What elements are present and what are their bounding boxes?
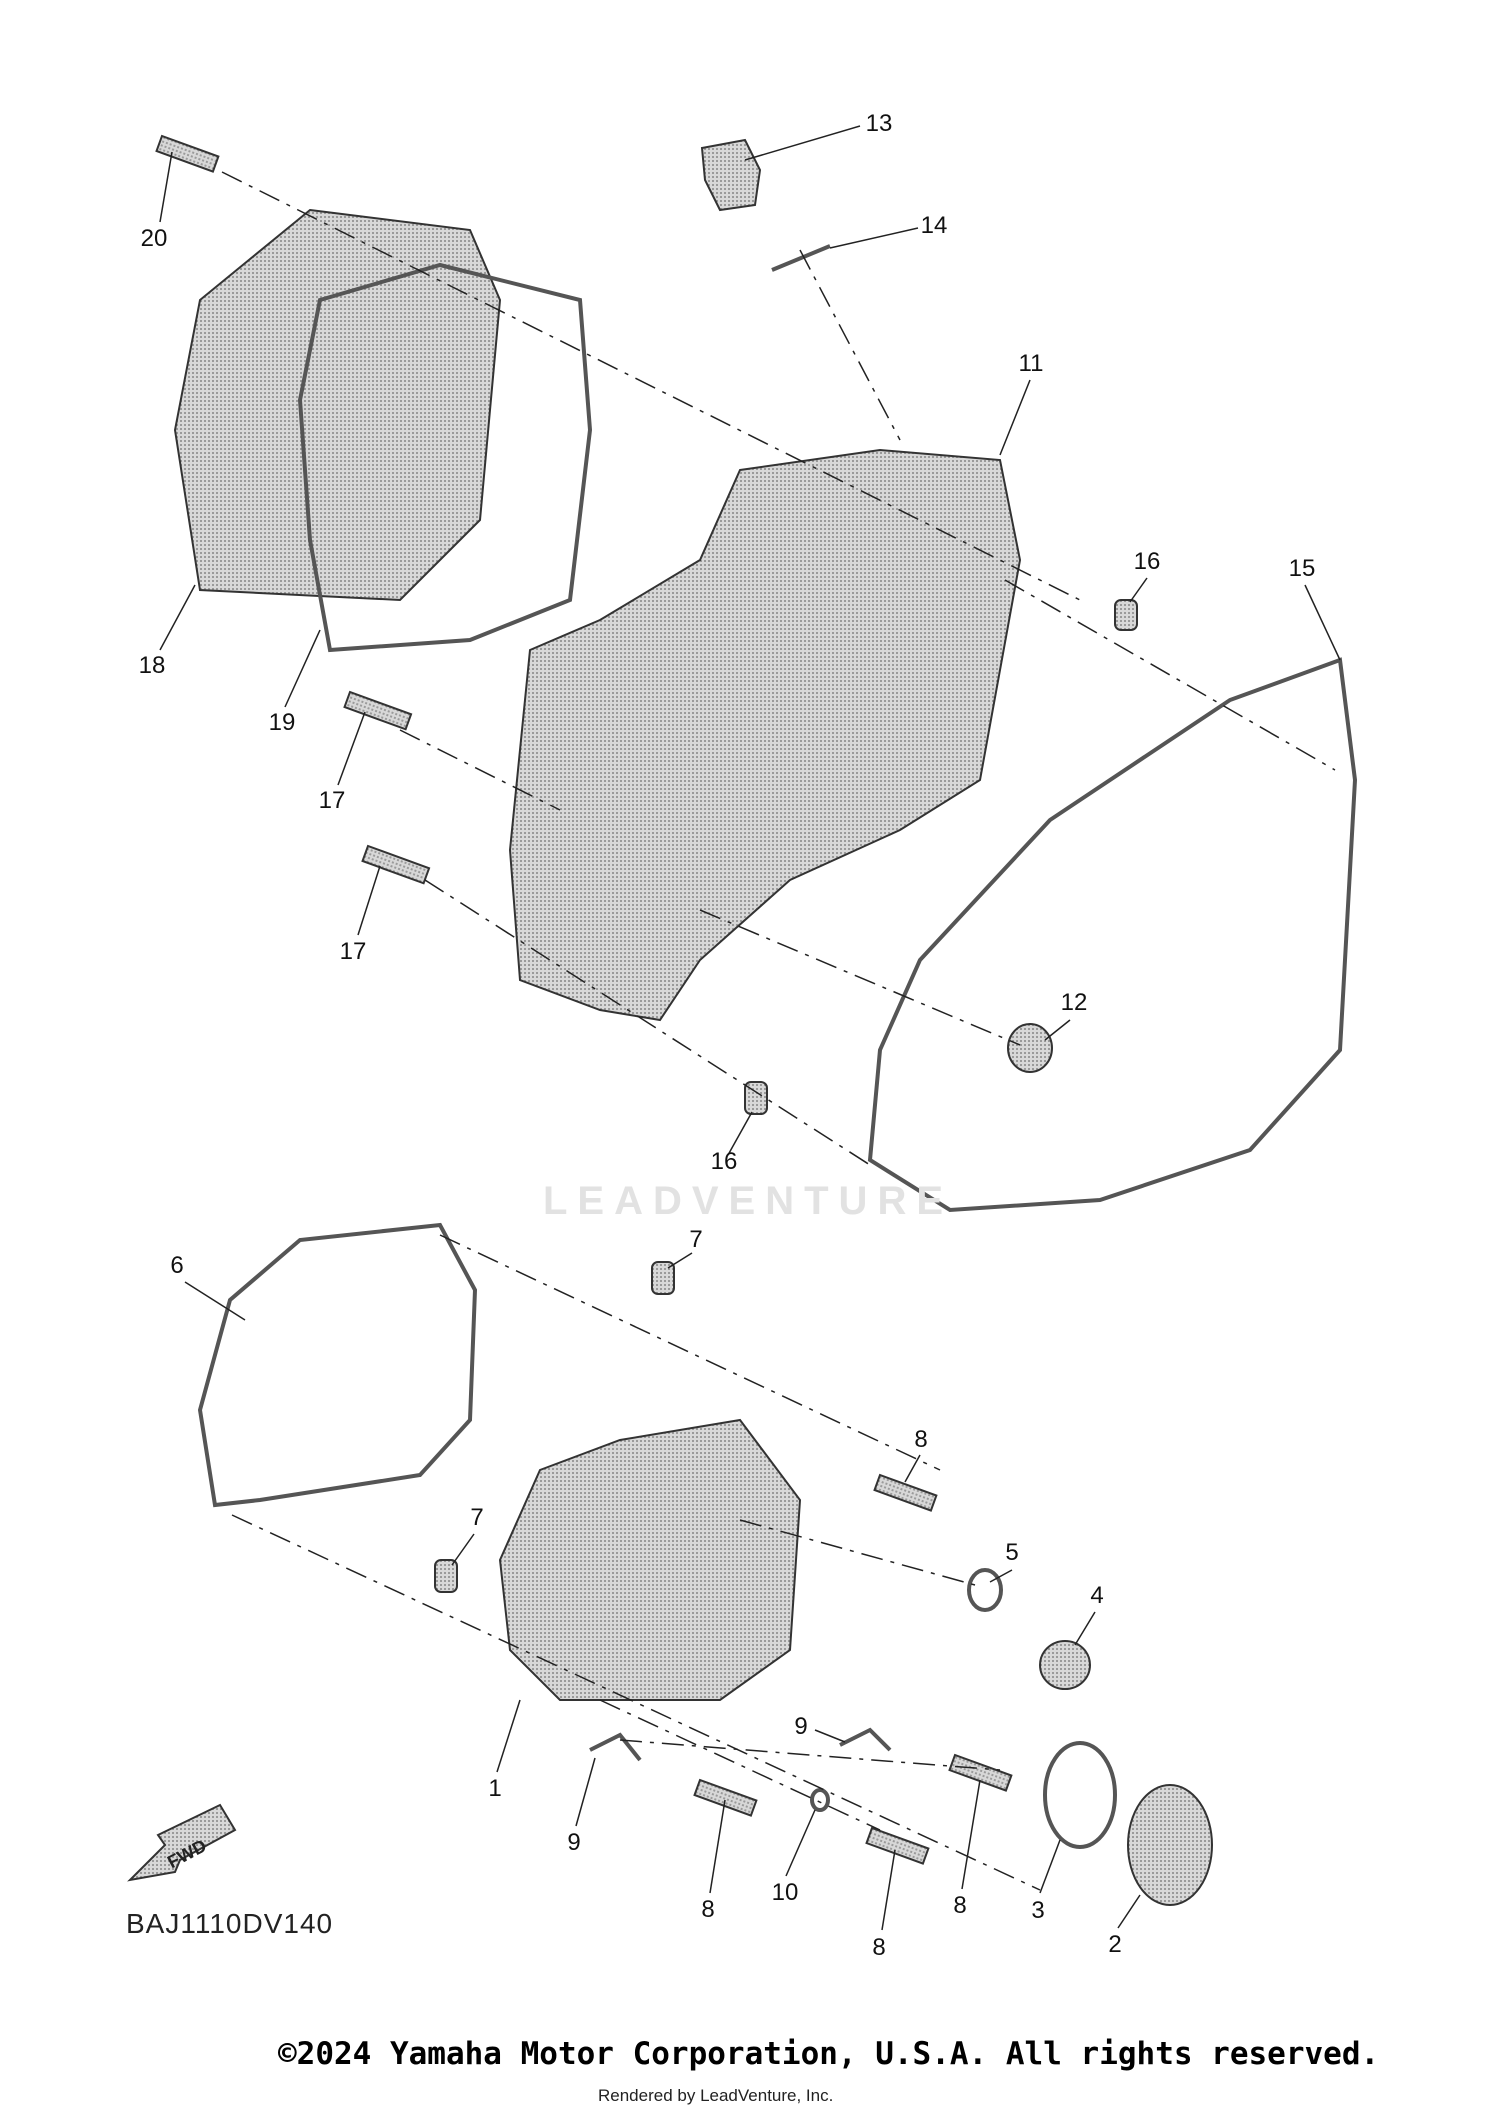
pin-part-14 [771, 244, 831, 272]
callout-6[interactable]: 6 [170, 1252, 184, 1279]
dowel-part-16b [744, 1081, 768, 1115]
bolt-part-20 [155, 134, 220, 173]
callout-9[interactable]: 9 [567, 1829, 581, 1856]
plug-part-12 [1007, 1023, 1053, 1073]
callout-14[interactable]: 14 [920, 212, 948, 239]
callout-8[interactable]: 8 [953, 1892, 967, 1919]
clip-part-9b [839, 1727, 892, 1752]
outer-cover-part-18 [173, 208, 502, 602]
callout-7[interactable]: 7 [470, 1504, 484, 1531]
dowel-part-7a [651, 1261, 675, 1295]
callout-16[interactable]: 16 [1133, 548, 1161, 575]
callout-10[interactable]: 10 [771, 1879, 799, 1906]
bolt-part-8b [693, 1778, 758, 1817]
bolt-part-17a [343, 690, 413, 731]
washer-part-10 [810, 1788, 830, 1812]
crankcase-cover-part-11 [508, 448, 1022, 1022]
callout-13[interactable]: 13 [865, 110, 893, 137]
cap-part-2 [1127, 1784, 1213, 1906]
clip-part-9a [589, 1732, 642, 1762]
diagram-code: BAJ1110DV140 [126, 1908, 334, 1939]
watermark: LEADVENTURE [542, 1179, 954, 1223]
callout-17[interactable]: 17 [339, 938, 367, 965]
bolt-part-8a [873, 1473, 938, 1512]
callout-4[interactable]: 4 [1090, 1582, 1104, 1609]
callout-7[interactable]: 7 [689, 1226, 703, 1253]
oring-part-5 [967, 1568, 1003, 1612]
callout-8[interactable]: 8 [914, 1426, 928, 1453]
gasket-part-19 [297, 262, 593, 653]
dowel-part-7b [434, 1559, 458, 1593]
callout-5[interactable]: 5 [1005, 1539, 1019, 1566]
callout-11[interactable]: 11 [1018, 350, 1044, 377]
plug-part-13 [700, 138, 762, 212]
callout-12[interactable]: 12 [1060, 989, 1088, 1016]
rendered-by: Rendered by LeadVenture, Inc. [598, 2086, 834, 2105]
oring-part-3 [1043, 1741, 1117, 1849]
bolt-part-8c [948, 1753, 1013, 1792]
callout-3[interactable]: 3 [1031, 1897, 1045, 1924]
dowel-part-16a [1114, 599, 1138, 631]
callout-8[interactable]: 8 [701, 1896, 715, 1923]
fwd-arrow-icon: FWD [127, 1803, 237, 1882]
callout-20[interactable]: 20 [140, 225, 168, 252]
callout-16[interactable]: 16 [710, 1148, 738, 1175]
copyright: ©2024 Yamaha Motor Corporation, U.S.A. A… [278, 2036, 1380, 2072]
callout-8[interactable]: 8 [872, 1934, 886, 1961]
callout-2[interactable]: 2 [1108, 1931, 1122, 1958]
callout-15[interactable]: 15 [1288, 555, 1316, 582]
bolt-part-17b [361, 844, 431, 885]
callout-18[interactable]: 18 [138, 652, 166, 679]
plug-part-4 [1039, 1640, 1091, 1690]
callout-1[interactable]: 1 [488, 1775, 502, 1802]
gasket-part-15 [867, 657, 1358, 1213]
callout-9[interactable]: 9 [794, 1713, 808, 1740]
cover-part-1 [498, 1418, 802, 1701]
callout-19[interactable]: 19 [268, 709, 296, 736]
callout-17[interactable]: 17 [318, 787, 346, 814]
gasket-part-6 [197, 1222, 478, 1508]
